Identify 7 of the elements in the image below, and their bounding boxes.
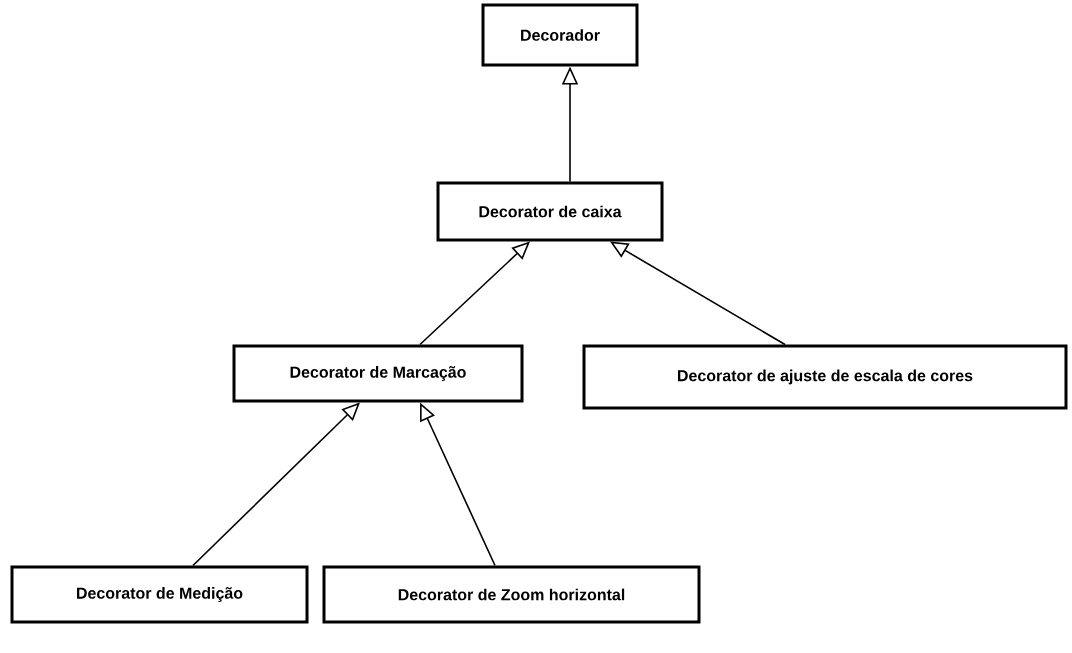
class-box: Decorator de Zoom horizontal [322, 565, 701, 624]
class-box: Decorator de caixa [436, 181, 664, 242]
class-box: Decorator de Medição [10, 565, 309, 624]
class-box: Decorator de Marcação [232, 344, 524, 403]
inheritance-arrow [610, 241, 786, 346]
class-box: Decorator de ajuste de escala de cores [582, 344, 1068, 410]
class-box: Decorador [481, 3, 639, 67]
